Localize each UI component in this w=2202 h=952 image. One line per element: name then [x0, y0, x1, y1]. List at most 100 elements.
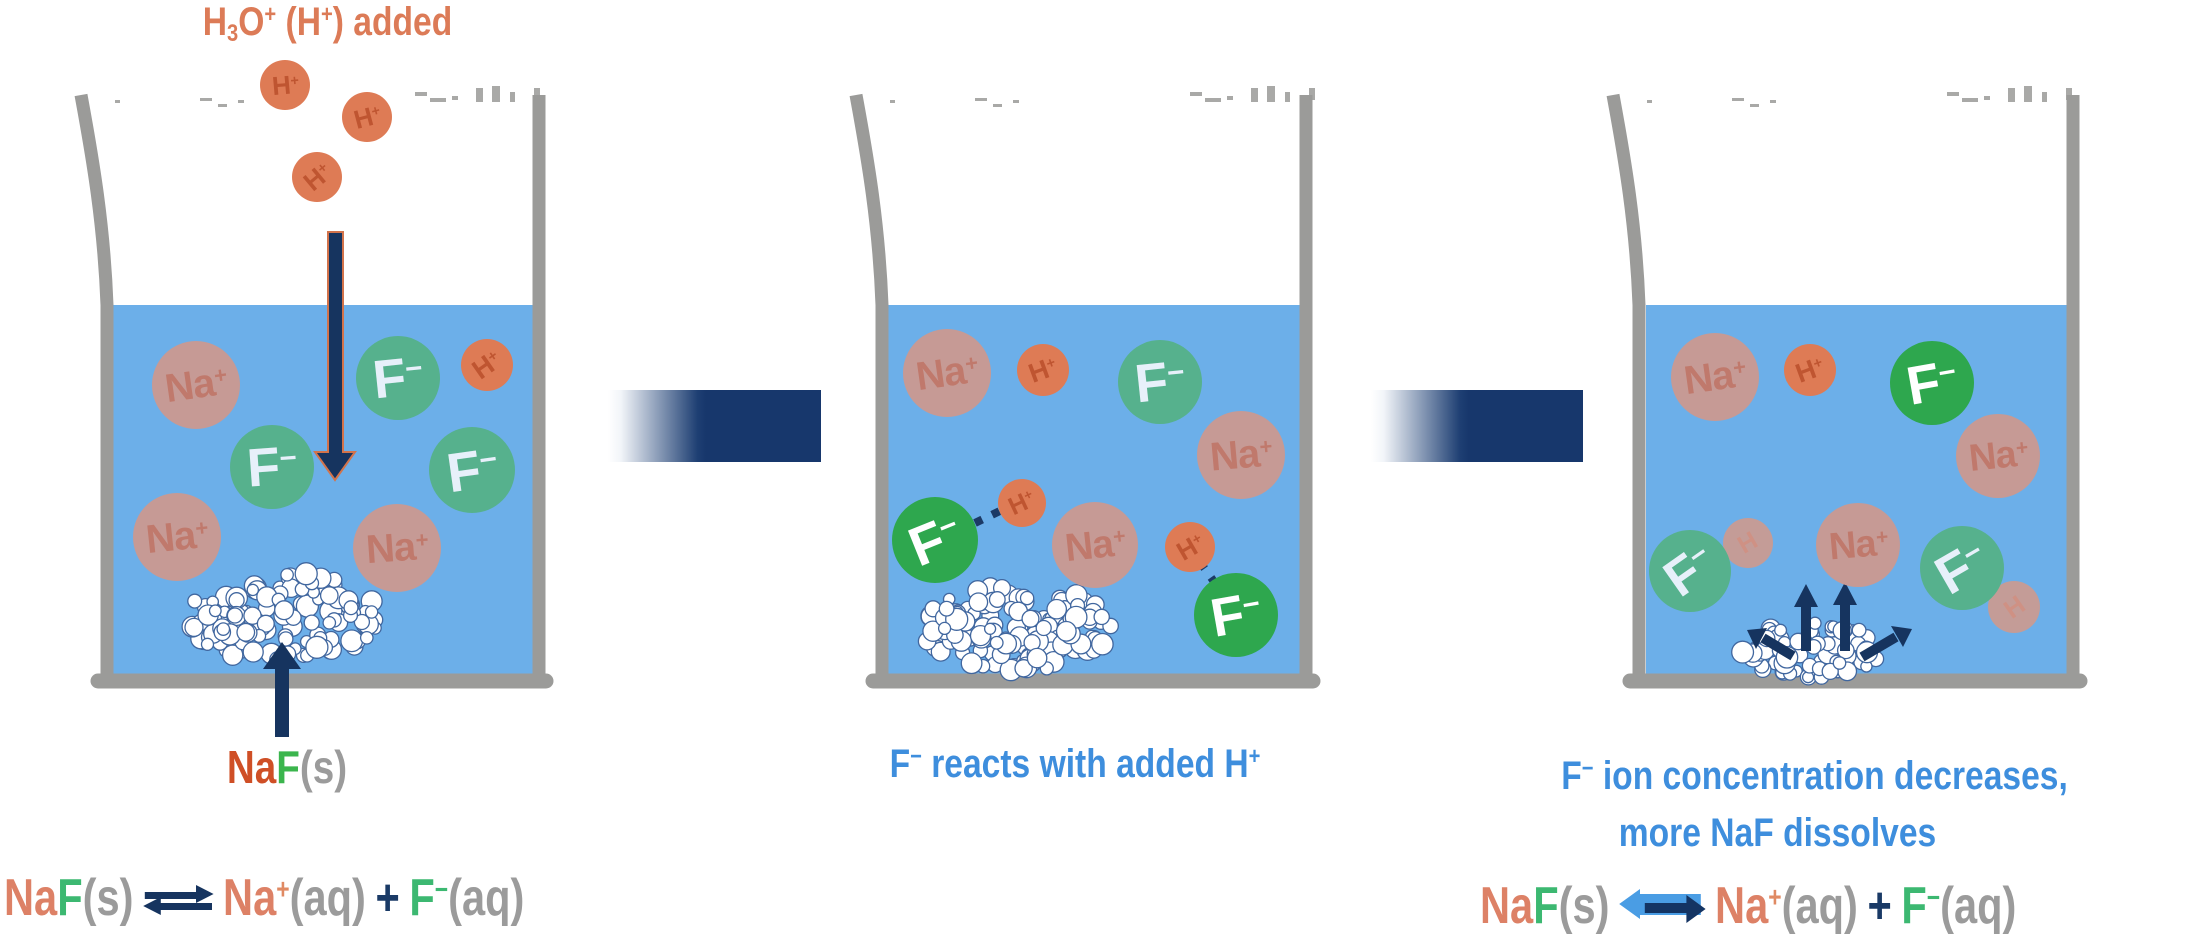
- title-paren-h: (H: [285, 0, 322, 44]
- naf-crystal: [274, 600, 295, 621]
- naf-crystal: [319, 586, 339, 605]
- naf-crystal: [1046, 598, 1068, 620]
- naf-crystal: [353, 613, 371, 631]
- dissolve-arrow-left-head: [1747, 628, 1767, 649]
- beaker1-wall-left: [74, 93, 114, 680]
- rim-mark: [430, 98, 446, 102]
- naf-crystal: [242, 641, 264, 663]
- beaker3-caption: F− ion concentration decreases, more NaF…: [1561, 754, 2068, 856]
- naf-crystal: [1731, 640, 1755, 664]
- naf-crystal: [208, 604, 222, 618]
- rim-mark: [1984, 96, 1990, 100]
- progression-arrow-2: [1371, 390, 1583, 462]
- naf-crystal: [1091, 632, 1114, 656]
- naf-solid-pointer-arrow: [263, 642, 301, 737]
- rim-mark: [1647, 100, 1652, 103]
- ion-na-plus: Na+: [133, 493, 221, 581]
- beaker3-caption-line2: more NaF dissolves: [1618, 811, 1937, 856]
- rim-mark: [492, 86, 500, 102]
- ion-na-plus: Na+: [1956, 414, 2040, 498]
- ion-h-plus: H+: [461, 339, 513, 391]
- ion-h-plus: H+: [1784, 344, 1836, 396]
- acid-added-title: H3O+(H+) added: [115, 0, 540, 48]
- ion-f-minus: F−: [892, 497, 978, 583]
- ion-na-plus: Na+: [1052, 502, 1138, 588]
- rim-mark: [238, 100, 244, 103]
- rim-mark: [993, 104, 1002, 107]
- naf-crystal: [1026, 647, 1048, 669]
- rim-mark: [1285, 92, 1290, 102]
- naf-crystal: [187, 593, 203, 609]
- shifted-equilibrium-arrows-icon: [1619, 889, 1706, 923]
- naf-solid-pile: [917, 577, 1119, 682]
- rim-mark: [975, 98, 987, 101]
- naf-crystal: [236, 622, 256, 642]
- naf-crystal: [937, 621, 952, 636]
- naf-crystal: [256, 614, 275, 633]
- ion-f-minus: F−: [1649, 530, 1731, 612]
- naf-crystal: [1832, 656, 1847, 670]
- ion-na-plus: Na+: [1671, 333, 1759, 421]
- beaker2-wall-left: [849, 93, 889, 680]
- ion-h-plus: H+: [292, 152, 342, 202]
- naf-crystal: [938, 600, 955, 617]
- rim-mark: [452, 96, 458, 100]
- naf-crystal: [1851, 622, 1867, 638]
- naf-label-f: F: [276, 741, 300, 793]
- rim-mark: [2024, 86, 2032, 102]
- naf-crystal: [294, 562, 318, 586]
- ion-na-plus: Na+: [152, 341, 240, 429]
- rim-mark: [1251, 88, 1258, 102]
- naf-crystal: [184, 617, 204, 638]
- rim-mark: [1309, 88, 1315, 100]
- title-added: ) added: [332, 0, 453, 44]
- naf-crystal: [1014, 659, 1033, 678]
- beaker2-caption: F− reacts with added H+: [889, 742, 1261, 786]
- naf-crystal: [1021, 609, 1040, 628]
- rim-mark: [1770, 100, 1776, 103]
- rim-mark: [218, 104, 227, 107]
- rim-mark: [2066, 88, 2072, 100]
- rim-mark: [1962, 98, 1978, 102]
- rim-mark: [890, 100, 895, 103]
- naf-crystal: [988, 591, 1006, 608]
- ion-f-minus: F−: [429, 427, 515, 513]
- naf-crystal: [343, 600, 359, 616]
- naf-crystal: [280, 567, 294, 582]
- naf-crystal: [983, 622, 997, 635]
- rim-mark: [476, 88, 483, 102]
- dissolving-arrows: [1747, 582, 1912, 662]
- beaker-glass-2: [849, 93, 1321, 689]
- rim-mark: [200, 98, 212, 101]
- rim-mark: [2042, 92, 2047, 102]
- rim-mark: [1732, 98, 1744, 101]
- naf-label-na: Na: [226, 741, 277, 793]
- beaker-rim-marks: [115, 86, 2072, 107]
- naf-solid-label: NaF(s): [177, 740, 397, 794]
- ion-h-plus: H+: [1165, 522, 1215, 572]
- ion-h-plus: H+: [998, 479, 1046, 527]
- naf-crystal: [1035, 619, 1052, 637]
- ion-h: H: [1723, 518, 1773, 568]
- ion-f-minus: F−: [1118, 340, 1202, 424]
- ion-na-plus: Na+: [1197, 411, 1285, 499]
- beaker3-wall-left: [1606, 93, 1646, 680]
- naf-solid-piles: [181, 562, 1885, 686]
- dissolve-arrow-up-1-head: [1794, 584, 1818, 607]
- rim-mark: [1190, 92, 1202, 96]
- naf-crystal: [246, 583, 260, 597]
- title-sub3: 3: [227, 20, 239, 47]
- naf-crystal: [322, 615, 337, 630]
- rim-mark: [415, 92, 427, 96]
- naf-crystal: [359, 630, 374, 645]
- rim-mark: [1750, 104, 1759, 107]
- rim-mark: [1013, 100, 1019, 103]
- rim-mark: [510, 92, 515, 102]
- rim-mark: [2008, 88, 2015, 102]
- naf-label-state: (s): [299, 741, 348, 793]
- title-plus2: +: [321, 0, 333, 28]
- ion-h-plus: H+: [1017, 344, 1069, 396]
